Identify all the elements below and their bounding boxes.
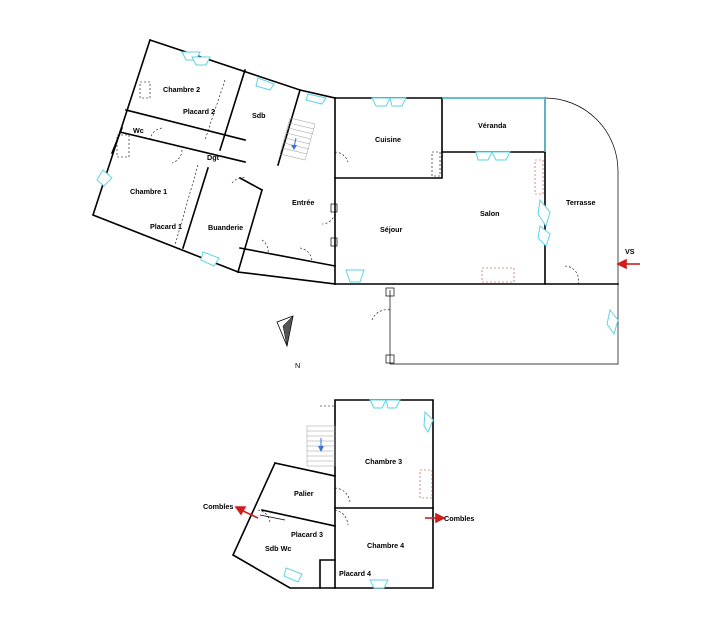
room-label-placard-3: Placard 3	[291, 530, 323, 539]
room-label-chambre-4: Chambre 4	[367, 541, 404, 550]
room-label-placard-4: Placard 4	[339, 569, 371, 578]
combles-right-arrow-icon	[425, 512, 446, 524]
room-label-palier: Palier	[294, 489, 314, 498]
room-label-placard-1: Placard 1	[150, 222, 182, 231]
room-label-sejour: Séjour	[380, 225, 403, 234]
room-label-placard-2: Placard 2	[183, 107, 215, 116]
room-label-dgt: Dgt	[207, 153, 220, 162]
ground-floor	[92, 38, 619, 365]
combles-right-label: Combles	[444, 514, 474, 523]
upper-staircase	[306, 425, 336, 467]
room-label-cuisine: Cuisine	[375, 135, 401, 144]
room-label-buanderie: Buanderie	[208, 223, 243, 232]
room-label-terrasse: Terrasse	[566, 198, 595, 207]
room-label-sdb: Sdb	[252, 111, 266, 120]
room-label-chambre-1: Chambre 1	[130, 187, 167, 196]
combles-left-arrow-icon	[234, 506, 259, 519]
room-label-entree: Entrée	[292, 198, 314, 207]
north-label: N	[295, 361, 300, 370]
vs-label: VS	[625, 247, 635, 256]
combles-left-label: Combles	[203, 502, 233, 511]
room-label-salon: Salon	[480, 209, 500, 218]
room-label-veranda: Véranda	[478, 121, 507, 130]
upper-floor	[231, 399, 434, 589]
vs-arrow-icon	[616, 258, 640, 270]
room-label-chambre-3: Chambre 3	[365, 457, 402, 466]
room-label-sdb-wc: Sdb Wc	[265, 544, 291, 553]
room-label-chambre-2: Chambre 2	[163, 85, 200, 94]
staircase	[279, 117, 316, 161]
north-compass-icon	[276, 315, 294, 348]
room-label-wc: Wc	[133, 126, 144, 135]
